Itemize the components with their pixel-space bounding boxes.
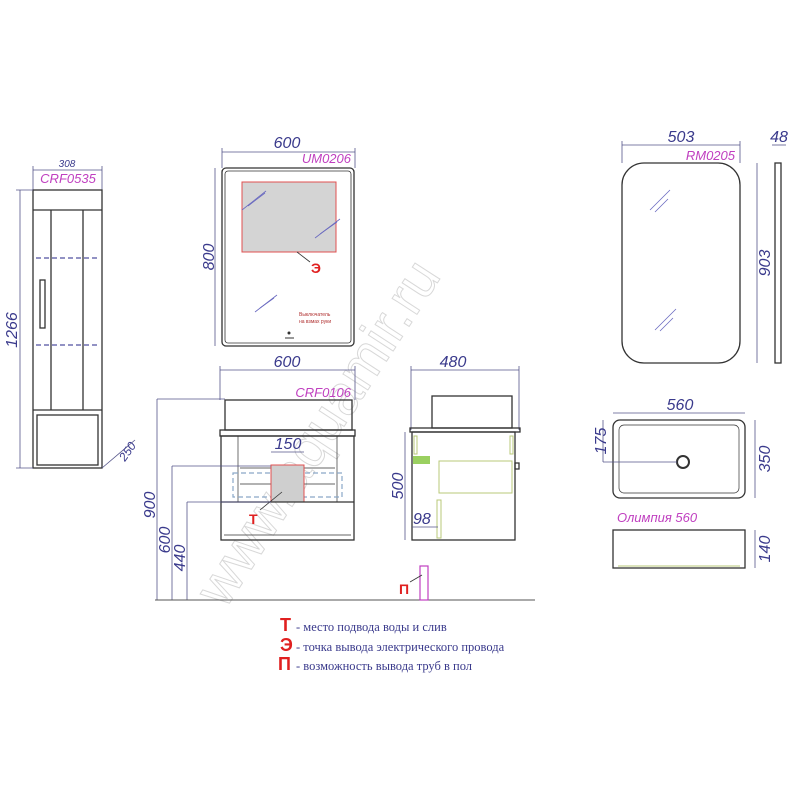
tall-cabinet: 308 CRF0535 1266 250 [4,159,139,469]
floor-pipe-marker: П [399,581,409,597]
drain-icon [676,455,690,469]
dim-height-440: 440 [172,545,189,572]
dim-height: 903 [757,250,774,277]
handle-icon [39,279,46,329]
switch-note: Выключатель [299,312,331,318]
dim-thickness: 48 [770,129,788,146]
mirror-rm0205: 503 RM0205 48 903 [621,129,788,364]
model-label: CRF0106 [295,385,351,400]
legend-text: - точка вывода электрического провода [296,640,505,654]
dim-height-600: 600 [157,527,174,554]
dim-height: 500 [390,473,407,500]
model-label: CRF0535 [40,171,96,186]
water-point-marker: Т [249,511,258,527]
dim-depth: 350 [757,446,774,473]
dim-width: 600 [274,354,301,371]
dim-height: 800 [201,244,218,271]
dim-drain-offset: 175 [593,428,610,455]
dim-height-900: 900 [142,492,159,519]
legend: Т - место подвода воды и слив Э - точка … [278,615,505,674]
dim-cutout: 150 [275,436,302,453]
model-label: Олимпия 560 [617,510,698,525]
mirror-um0206: 600 UM0206 Э Выключатель на взмах руки 8… [201,135,356,347]
model-label: RM0205 [686,148,736,163]
dim-width: 560 [667,397,694,414]
floor-pipe [419,565,429,601]
dim-width: 600 [274,135,301,152]
model-label: UM0206 [302,151,352,166]
dim-offset: 98 [413,511,431,528]
legend-text: - место подвода воды и слив [296,620,447,634]
switch-note: на взмах руки [299,319,331,325]
dim-height: 1266 [4,312,21,348]
dim-height: 140 [757,536,774,563]
vanity-front: 600 CRF0106 150 Т 900 600 440 [142,354,535,601]
dim-depth: 480 [440,354,467,371]
legend-text: - возможность вывода труб в пол [296,659,472,673]
siphon-icon [413,456,430,464]
legend-symbol: П [278,654,291,674]
dim-width: 308 [59,159,76,170]
switch-icon [287,331,291,335]
legend-symbol: Э [280,635,293,655]
vanity-side: 480 500 98 П [390,354,521,601]
basin-olimpia: 560 175 350 Олимпия 560 140 [593,397,774,569]
dim-width: 503 [668,129,695,146]
legend-symbol: Т [280,615,291,635]
dim-depth: 250 [115,439,139,465]
electric-point-marker: Э [311,260,321,276]
